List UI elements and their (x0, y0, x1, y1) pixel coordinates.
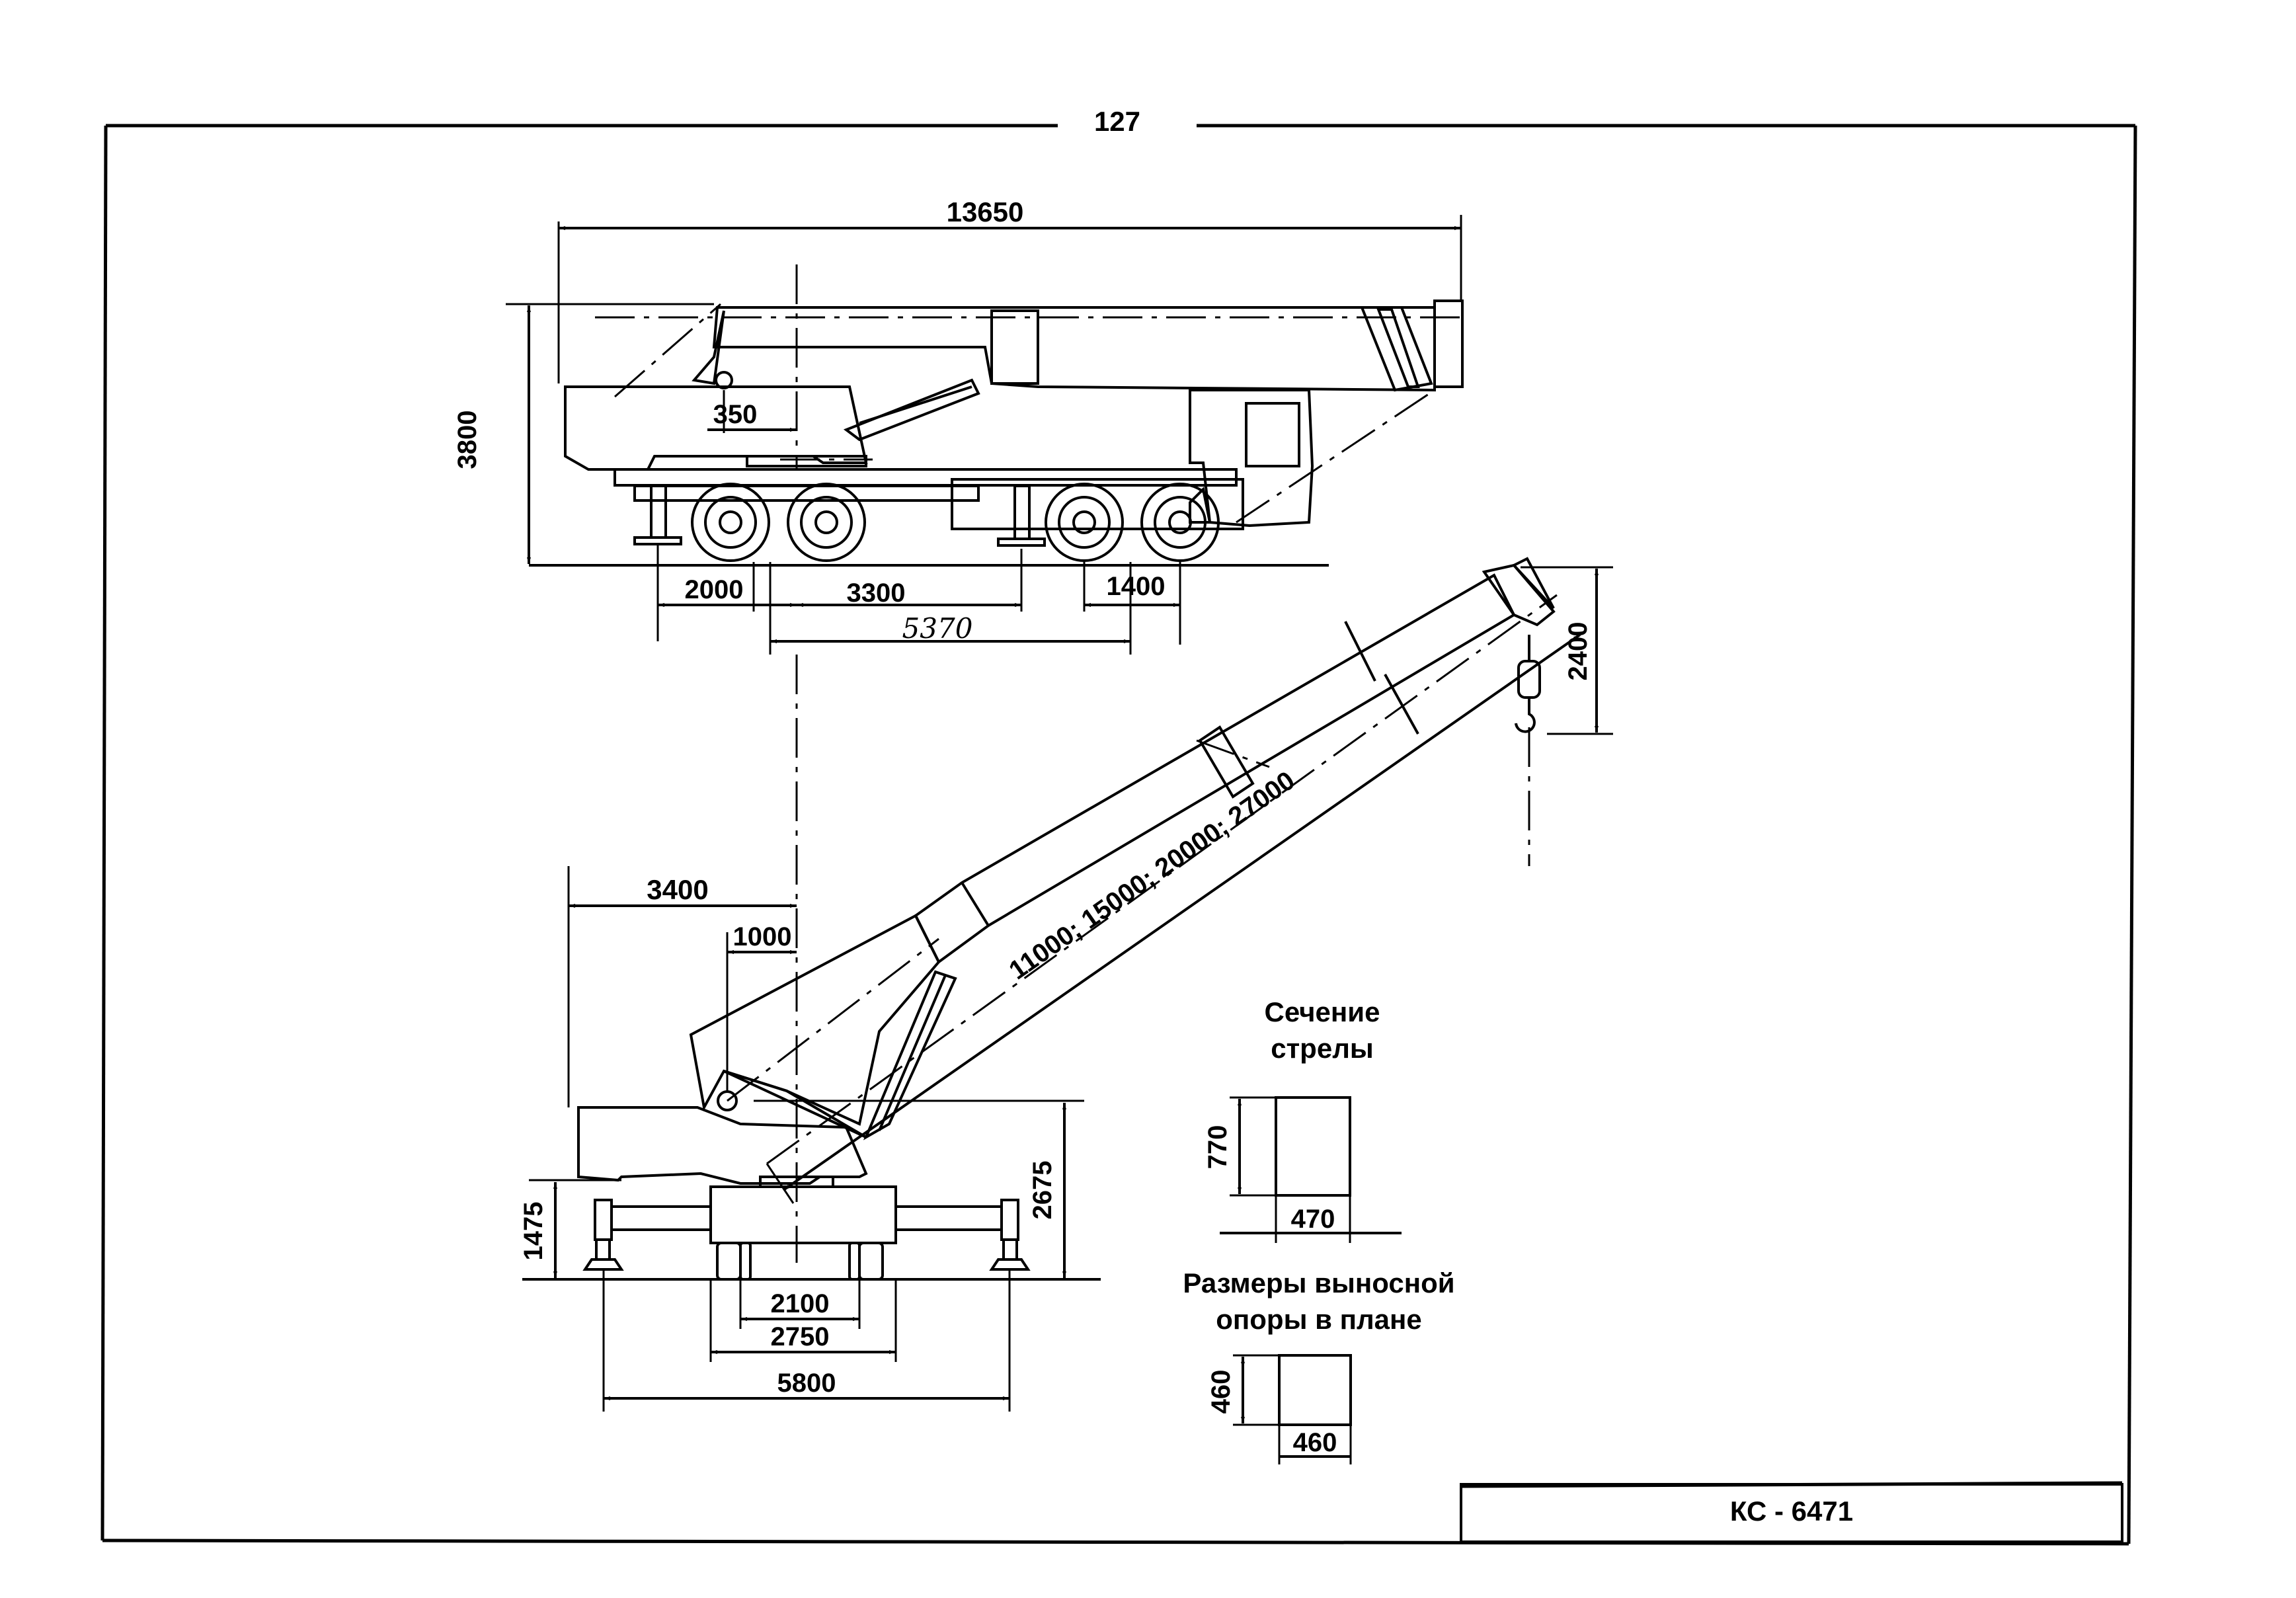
dim-overall-height: 3800 (453, 411, 482, 469)
outrigger-pad-title-1: Размеры выносной (1183, 1267, 1454, 1298)
boom-section-diagram (1220, 1096, 1402, 1243)
dim-overall-length: 13650 (947, 196, 1024, 227)
dim-tail-radius: 3400 (647, 874, 708, 905)
dim-pivot-height: 2675 (1028, 1161, 1057, 1220)
boom-section-title-1: Сечение (1265, 996, 1380, 1027)
dim-pad-width: 460 (1293, 1428, 1337, 1457)
dim-outrigger-base: 5370 (902, 612, 973, 645)
dim-wheelbase: 3300 (847, 579, 906, 608)
dim-boom-lengths: 11000; 15000; 20000; 27000 (1004, 766, 1300, 985)
sheet-frame (100, 124, 2137, 1546)
dim-section-height: 770 (1203, 1125, 1232, 1170)
dim-section-width: 470 (1291, 1205, 1335, 1234)
dim-frame-height: 1475 (519, 1202, 548, 1261)
dim-slew-offset: 350 (713, 400, 758, 429)
dim-rear-axle-spacing: 1400 (1107, 572, 1166, 601)
model-label: КС - 6471 (1730, 1496, 1853, 1527)
dim-pivot-offset: 1000 (733, 922, 792, 951)
outrigger-pad-title-2: опоры в плане (1216, 1304, 1422, 1335)
title-stamp (1460, 1481, 2123, 1543)
dim-outrigger-span: 5800 (777, 1369, 836, 1398)
dim-track-inner: 2100 (771, 1289, 830, 1318)
travel-wheels (691, 483, 1220, 562)
outrigger-pad-diagram (1233, 1354, 1352, 1464)
boom-section-title-2: стрелы (1271, 1033, 1374, 1064)
dim-pad-length: 460 (1207, 1370, 1236, 1414)
dim-track-outer: 2750 (771, 1322, 830, 1351)
dim-jib-head: 2400 (1564, 622, 1593, 681)
page-number: 127 (1094, 106, 1140, 137)
crane-working-view (522, 557, 1613, 1412)
crane-travel-view (506, 215, 1464, 655)
dim-front-overhang: 2000 (685, 575, 744, 604)
